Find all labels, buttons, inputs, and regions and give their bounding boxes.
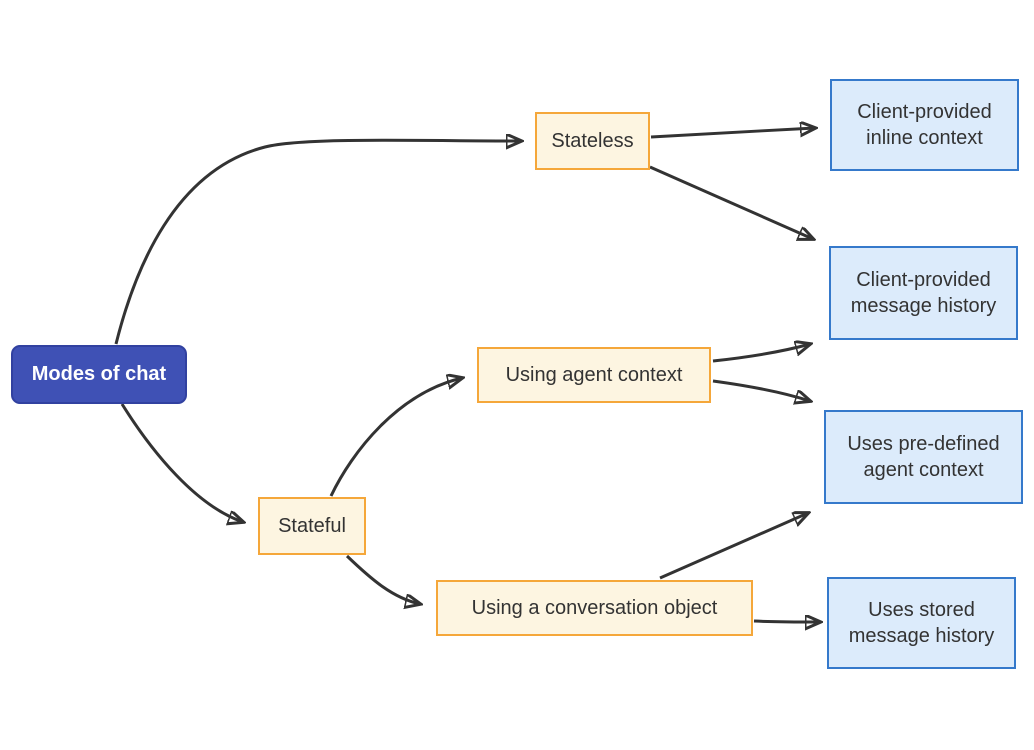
edge-using-conversation-object-predefined-agent-context (659, 513, 808, 580)
edge-stateless-client-message-history (649, 165, 813, 239)
node-client-provided-message-history: Client-provided message history (829, 246, 1018, 340)
edge-using-conversation-object-stored-message-history (753, 621, 820, 622)
edge-root-stateful (120, 403, 243, 522)
edge-using-agent-context-predefined-agent-context (712, 379, 810, 401)
node-stateless: Stateless (535, 112, 650, 170)
node-uses-predefined-agent-context: Uses pre-defined agent context (824, 410, 1023, 504)
node-modes-of-chat: Modes of chat (11, 345, 187, 404)
node-using-agent-context: Using agent context (477, 347, 711, 403)
edge-stateless-client-inline-context (650, 128, 815, 139)
node-using-conversation-object: Using a conversation object (436, 580, 753, 636)
node-stateful: Stateful (258, 497, 366, 555)
node-client-provided-inline-context: Client-provided inline context (830, 79, 1019, 171)
edge-using-agent-context-client-message-history (712, 344, 810, 363)
edge-root-stateless (114, 140, 521, 345)
edge-stateful-using-agent-context (329, 378, 462, 497)
node-uses-stored-message-history: Uses stored message history (827, 577, 1016, 669)
edge-stateful-using-conversation-object (345, 554, 420, 604)
